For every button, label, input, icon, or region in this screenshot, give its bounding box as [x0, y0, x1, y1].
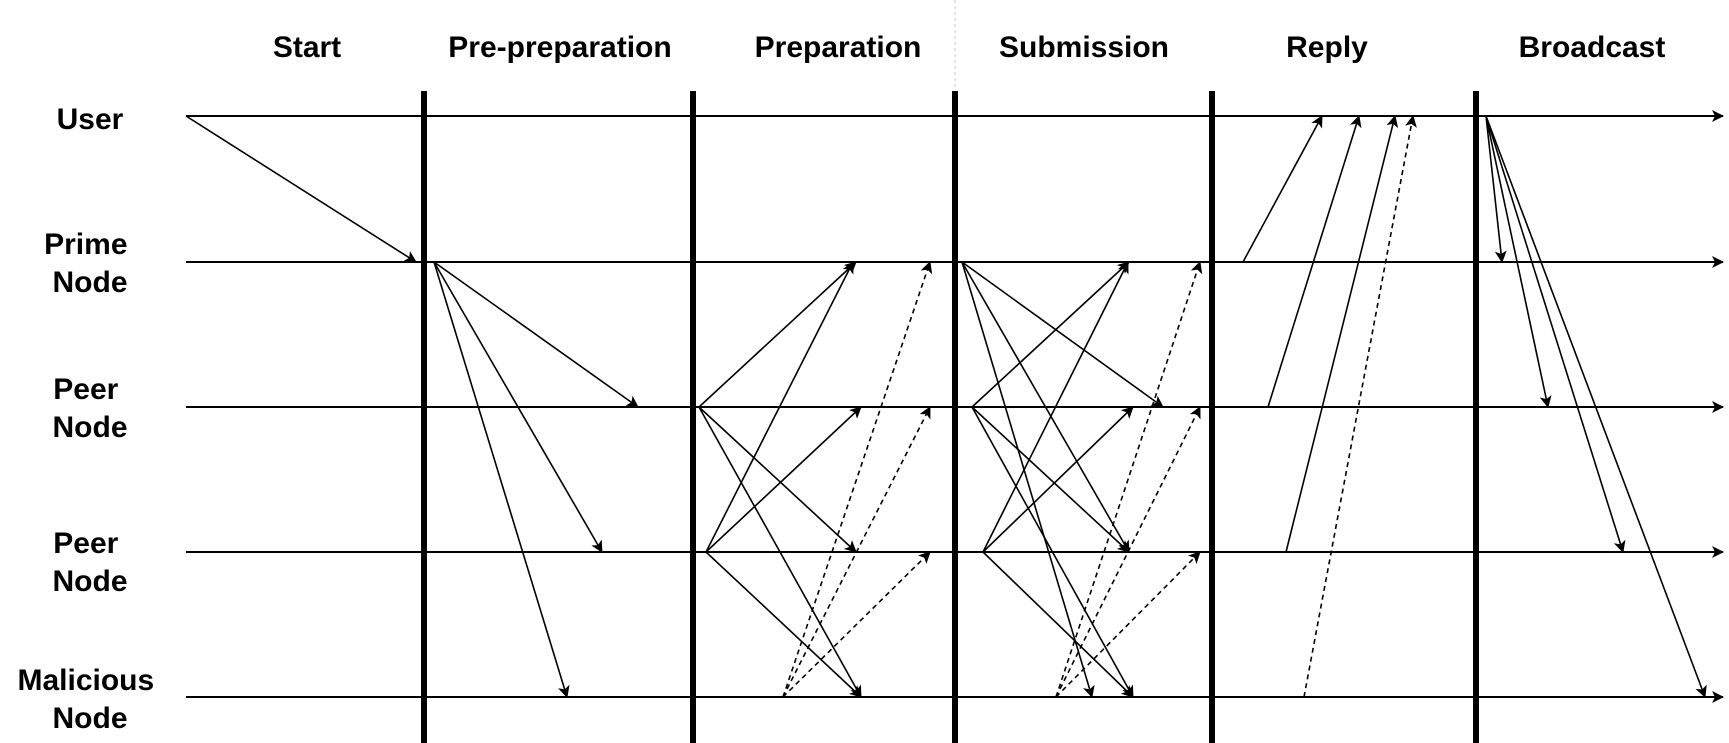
- phase-boundaries: [421, 91, 1479, 743]
- node-label-peer2-line1: Peer: [53, 527, 118, 560]
- arrow-sub-prime-to-peer1: [961, 261, 1164, 408]
- arrow-prep-malicious-to-peer1: [782, 406, 931, 698]
- node-label-user: User: [57, 103, 124, 136]
- arrow-sub-prime-to-peer2: [961, 261, 1130, 553]
- arrow-sub-prime-to-malicious: [961, 261, 1095, 698]
- node-label-user-line: User: [57, 103, 124, 136]
- node-label-peer-node-2: Peer Node: [53, 527, 128, 598]
- arrow-broadcast-to-peer1: [1485, 115, 1552, 408]
- node-label-peer-node-1: Peer Node: [53, 373, 128, 444]
- arrow-sub-peer1-to-prime: [971, 261, 1130, 408]
- phase-label-pre-preparation: Pre-preparation: [448, 31, 671, 64]
- arrow-preprep-to-peer1: [433, 261, 639, 408]
- arrow-prep-peer1-to-malicious: [698, 406, 862, 698]
- arrow-prep-peer2-to-peer1: [705, 406, 862, 553]
- arrow-prep-peer2-to-malicious: [705, 551, 862, 698]
- phase-label-submission: Submission: [999, 31, 1169, 64]
- node-label-prime-line1: Prime: [44, 228, 127, 261]
- arrow-prep-malicious-to-peer2: [782, 551, 931, 698]
- node-label-peer1-line2: Node: [53, 411, 128, 444]
- arrow-sub-malicious-to-peer2: [1055, 551, 1201, 698]
- arrow-prep-peer2-to-prime: [705, 261, 854, 553]
- arrow-sub-malicious-to-prime: [1055, 261, 1203, 698]
- message-arrows: [185, 115, 1707, 698]
- node-label-malicious-node: Malicious Node: [17, 664, 162, 735]
- node-label-peer1-line1: Peer: [53, 373, 118, 406]
- phase-label-reply: Reply: [1286, 31, 1368, 64]
- node-label-malicious-line2: Node: [53, 702, 128, 735]
- arrow-prep-peer1-to-peer2: [698, 406, 857, 553]
- arrow-sub-peer2-to-prime: [982, 261, 1129, 553]
- arrow-broadcast-to-peer2: [1485, 115, 1626, 553]
- arrow-prep-malicious-to-prime: [782, 261, 933, 698]
- arrow-reply-peer1-to-user: [1267, 115, 1362, 408]
- phase-label-preparation: Preparation: [755, 31, 922, 64]
- node-label-peer2-line2: Node: [53, 565, 128, 598]
- phase-headers: Start Pre-preparation Preparation Submis…: [273, 31, 1666, 64]
- arrow-sub-peer2-to-malicious: [982, 551, 1134, 698]
- phase-label-start: Start: [273, 31, 341, 64]
- node-labels: User Prime Node Peer Node Peer Node Mali…: [17, 103, 162, 735]
- arrow-broadcast-to-malicious: [1485, 115, 1707, 698]
- phase-label-broadcast: Broadcast: [1519, 31, 1666, 64]
- node-label-prime-node: Prime Node: [44, 228, 136, 299]
- arrow-preprep-to-malicious: [433, 261, 570, 698]
- arrow-sub-peer1-to-malicious: [971, 406, 1134, 698]
- node-label-prime-line2: Node: [53, 266, 128, 299]
- node-label-malicious-line1: Malicious: [17, 664, 154, 697]
- arrow-reply-peer2-to-user: [1285, 115, 1399, 553]
- arrow-prep-peer1-to-prime: [698, 261, 857, 408]
- arrow-reply-prime-to-user: [1242, 115, 1323, 263]
- arrow-user-to-prime: [185, 115, 417, 263]
- arrow-broadcast-to-prime: [1485, 115, 1507, 263]
- arrow-sub-peer1-to-peer2: [971, 406, 1130, 553]
- arrow-preprep-to-peer2: [433, 261, 603, 553]
- arrow-sub-peer2-to-peer1: [982, 406, 1134, 553]
